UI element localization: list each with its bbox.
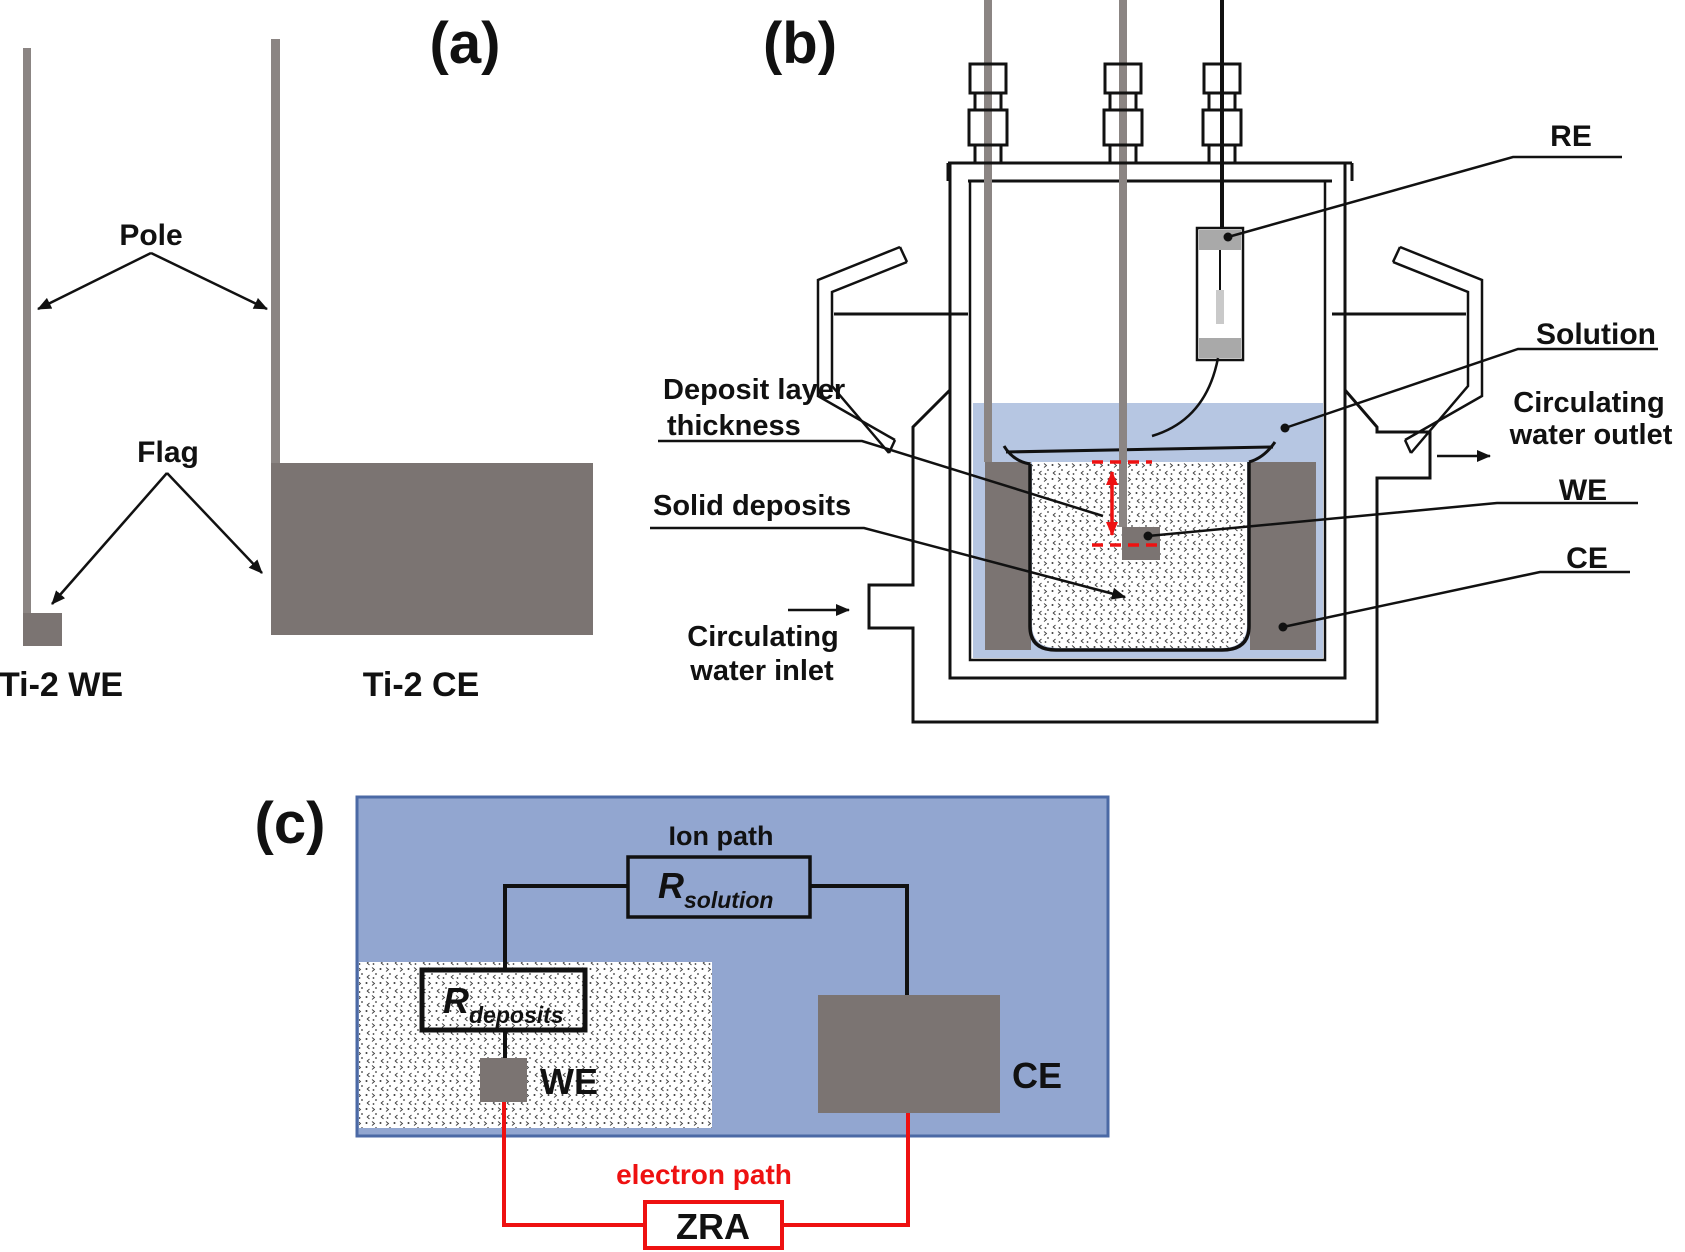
solution-leader-dot — [1280, 423, 1290, 433]
outer-shell-with-ports — [867, 388, 1432, 724]
panel-b: (b) — [650, 0, 1673, 724]
r-solution-box — [626, 855, 812, 919]
outlet-label-line2: water outlet — [1509, 419, 1673, 451]
ce-leader — [1282, 570, 1630, 629]
red-wire-we-to-zra — [502, 1102, 645, 1227]
right-clamp-cap-bottom — [1403, 439, 1413, 454]
flag-arrow-left — [51, 472, 168, 605]
ce-rod — [984, 0, 992, 462]
ce-slab-left — [985, 462, 1031, 650]
pole-arrow-right — [150, 251, 268, 311]
flag-arrow-right — [166, 472, 263, 574]
solid-deposits-leader — [650, 526, 1126, 600]
beaker-lip-left — [1002, 445, 1031, 466]
ce-block — [818, 995, 1000, 1113]
electron-path-label: electron path — [616, 1159, 792, 1190]
panel-a: (a) Pole Flag Ti-2 WE Ti-2 CE — [0, 11, 593, 704]
panel-c: (c) Ion path Rsolution Rdeposits WE CE e… — [255, 791, 1110, 1250]
gland1-box4 — [973, 143, 1003, 165]
re-label: RE — [1550, 120, 1592, 153]
ce-pole — [271, 39, 280, 464]
re-tip-wire — [1151, 357, 1220, 438]
beaker-lip-right — [1248, 441, 1277, 464]
left-clamp-cap-top — [898, 246, 909, 263]
we-pole — [23, 48, 31, 614]
outlet-label-line1: Circulating — [1513, 387, 1664, 419]
r-solution-text: Rsolution — [658, 865, 773, 913]
solution-leader — [1284, 347, 1658, 430]
ti2-ce-caption: Ti-2 CE — [363, 666, 480, 704]
ce-flag — [271, 463, 593, 635]
ce-circuit-label: CE — [1012, 1055, 1062, 1096]
panel-b-tag: (b) — [763, 11, 837, 76]
solid-deposits-label: Solid deposits — [653, 490, 851, 522]
wire-we-to-rsolution — [503, 884, 628, 968]
we-flag — [23, 613, 62, 646]
inner-vessel-wall — [968, 181, 1327, 662]
jacket-vessel-wall — [948, 163, 1347, 680]
we-leader-dot — [1143, 531, 1153, 541]
gland-fittings — [967, 62, 1243, 165]
right-clamp-cap-top — [1391, 246, 1402, 263]
reference-electrode — [1151, 226, 1245, 438]
red-wire-ce-to-zra — [782, 1113, 910, 1227]
right-clamp-inner — [1392, 260, 1470, 454]
we-circuit-label: WE — [540, 1061, 598, 1102]
deposit-label-line1: Deposit layer — [663, 374, 845, 406]
pole-label: Pole — [119, 219, 182, 252]
left-clamp — [816, 245, 968, 454]
beaker-rim — [1005, 445, 1274, 454]
left-clamp-outer — [816, 245, 901, 442]
panel-c-tag: (c) — [255, 791, 326, 856]
solution-label: Solution — [1536, 318, 1656, 351]
re-cap-top — [1199, 230, 1241, 250]
zra-label: ZRA — [676, 1206, 750, 1247]
flag-label: Flag — [137, 436, 199, 469]
ce-slab-right — [1250, 462, 1316, 650]
we-label: WE — [1559, 474, 1607, 507]
ion-path-label: Ion path — [669, 821, 774, 851]
ce-label: CE — [1566, 542, 1608, 575]
re-leader-dot — [1223, 232, 1233, 242]
deposits-region — [359, 962, 712, 1128]
right-clamp-outer — [1399, 245, 1484, 442]
we-leader — [1147, 501, 1638, 538]
r-deposits-box — [419, 967, 588, 1033]
inlet-label-line2: water inlet — [689, 655, 834, 687]
we-rod — [1119, 0, 1127, 527]
re-cap-bottom — [1199, 338, 1241, 358]
pole-arrow-left — [37, 251, 152, 311]
beaker-wall — [1028, 462, 1251, 652]
left-clamp-inner — [830, 260, 908, 454]
we-block — [480, 1058, 527, 1102]
ti2-we-caption: Ti-2 WE — [0, 666, 123, 704]
zra-box — [643, 1200, 784, 1250]
inlet-label-line1: Circulating — [687, 621, 838, 653]
right-clamp — [1332, 245, 1484, 454]
ce-leader-dot — [1278, 622, 1288, 632]
deposit-label-line2: thickness — [667, 410, 801, 442]
gland3-box4 — [1207, 143, 1237, 165]
re-rod — [1220, 0, 1224, 237]
re-leader — [1227, 155, 1622, 239]
panel-a-tag: (a) — [430, 11, 501, 76]
gland2-box4 — [1108, 143, 1138, 165]
wire-rsolution-to-ce — [810, 884, 909, 995]
r-deposits-text: Rdeposits — [443, 980, 564, 1028]
deposit-thickness-leader — [658, 439, 1104, 518]
re-inner-label-mark — [1216, 290, 1224, 324]
